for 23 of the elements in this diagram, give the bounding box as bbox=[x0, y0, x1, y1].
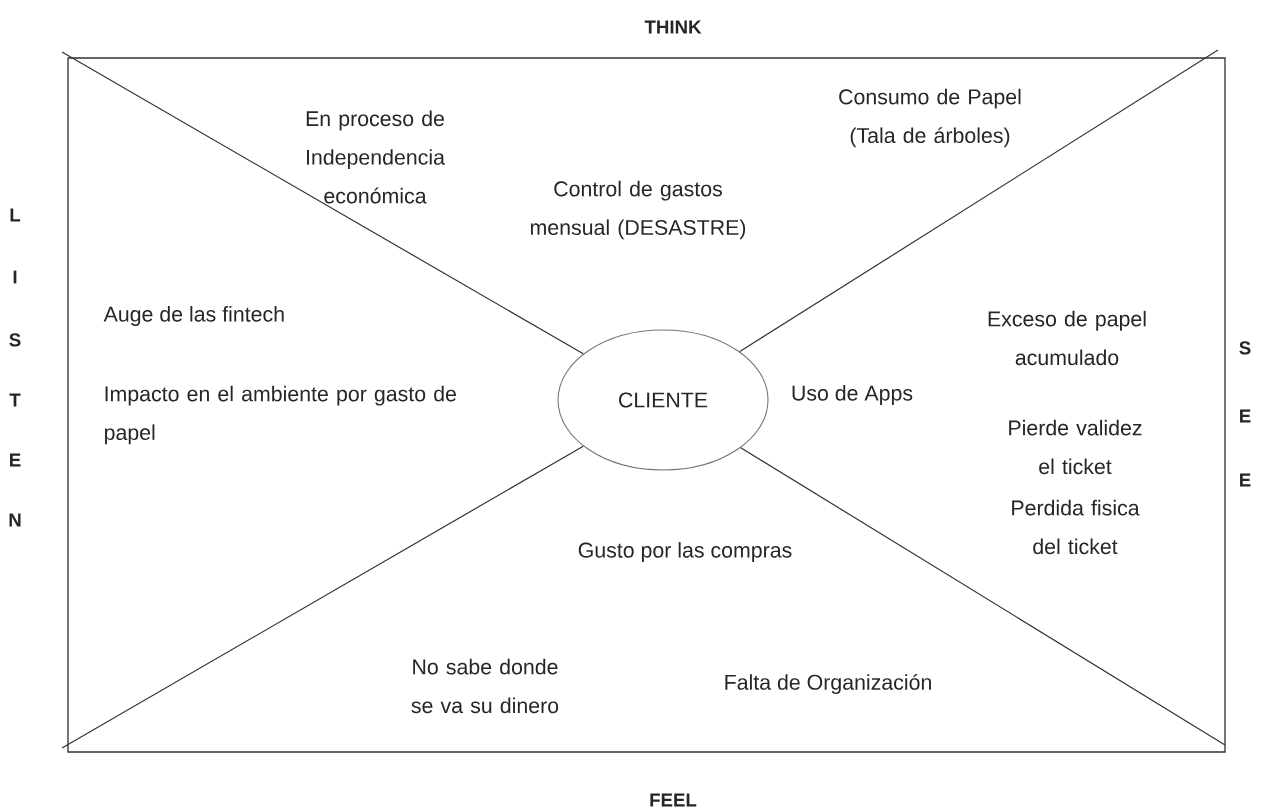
note-text: Consumo de Papel (Tala de árboles) bbox=[839, 88, 1021, 148]
section-heading: THINK bbox=[644, 20, 702, 34]
note-text: Exceso de papel acumulado bbox=[988, 310, 1146, 366]
section-letter: I bbox=[13, 270, 17, 284]
note-text: Control de gastos mensual (DESASTRE) bbox=[530, 180, 746, 240]
section-letter: N bbox=[9, 513, 21, 527]
note-text: Falta de Organización bbox=[725, 673, 931, 695]
note-text: Auge de las fintech bbox=[103, 306, 284, 326]
section-letter: E bbox=[10, 453, 21, 467]
section-letter: E bbox=[1240, 409, 1251, 423]
note-text: Gusto por las compras bbox=[578, 542, 792, 562]
note-text: Uso de Apps bbox=[792, 385, 913, 405]
section-letter: S bbox=[9, 333, 21, 347]
note-text: Perdida fisica del ticket bbox=[1012, 499, 1140, 555]
note-text: En proceso de Independencia económica bbox=[306, 110, 445, 204]
section-letter: L bbox=[10, 208, 21, 222]
section-letter: T bbox=[9, 393, 21, 407]
note-text: Impacto en el ambiente por gasto de papel bbox=[105, 385, 456, 445]
section-letter: S bbox=[1239, 341, 1251, 355]
note-text: No sabe donde se va su dinero bbox=[411, 658, 559, 714]
note-text: Pierde validez el ticket bbox=[1009, 419, 1142, 475]
section-heading: FEEL bbox=[650, 793, 697, 807]
section-letter: E bbox=[1240, 473, 1251, 487]
